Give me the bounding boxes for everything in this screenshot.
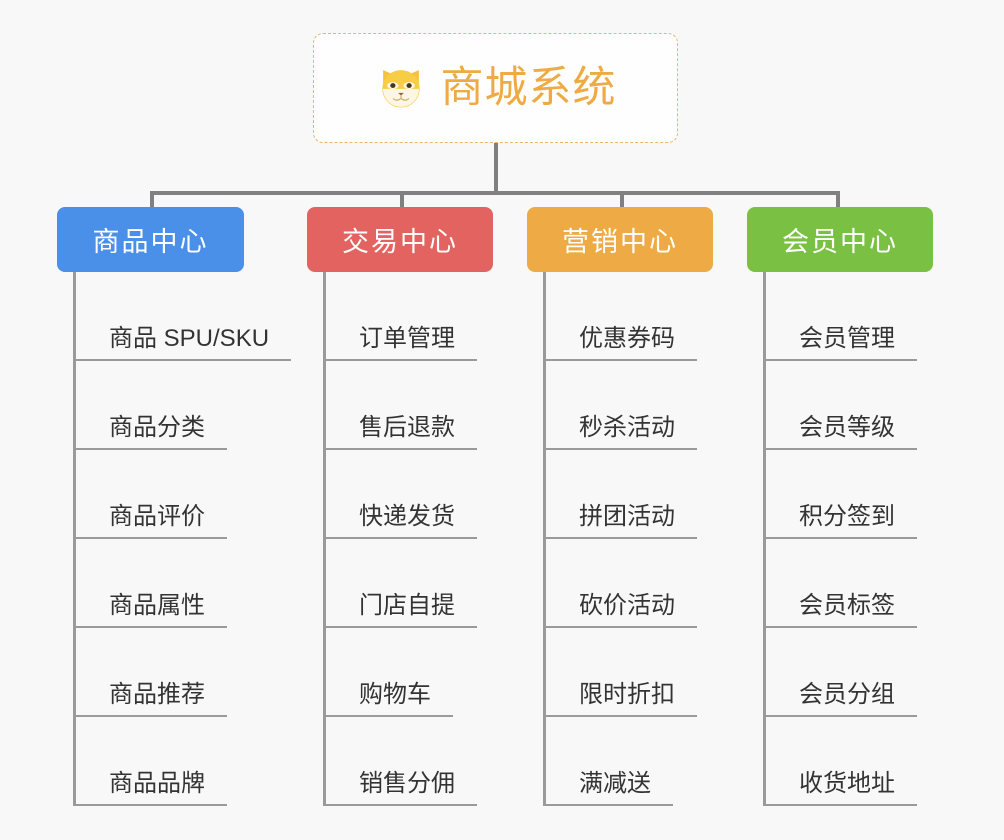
- category-column-trade: 交易中心 订单管理 售后退款 快递发货 门店自提 购物车 销售分佣: [307, 207, 493, 806]
- category-header-label: 营销中心: [562, 227, 678, 257]
- leaf-item[interactable]: 售后退款: [323, 361, 493, 450]
- column-spine: [73, 272, 76, 806]
- column-spine: [543, 272, 546, 806]
- leaf-item-label: 销售分佣: [323, 770, 477, 806]
- category-column-member: 会员中心 会员管理 会员等级 积分签到 会员标签 会员分组 收货地址: [747, 207, 933, 806]
- connector-horizontal-bus: [150, 191, 840, 195]
- leaf-item-label: 会员标签: [763, 592, 917, 628]
- connector-drop-1: [150, 191, 154, 209]
- category-header-marketing[interactable]: 营销中心: [527, 207, 713, 272]
- leaf-item[interactable]: 砍价活动: [543, 539, 713, 628]
- leaf-list-member: 会员管理 会员等级 积分签到 会员标签 会员分组 收货地址: [747, 272, 933, 806]
- root-node[interactable]: 商城系统: [313, 33, 678, 143]
- leaf-item-label: 快递发货: [323, 503, 477, 539]
- leaf-item-label: 满减送: [543, 770, 673, 806]
- category-header-label: 交易中心: [342, 227, 458, 257]
- leaf-item-label: 商品推荐: [73, 681, 227, 717]
- leaf-item-label: 收货地址: [763, 770, 917, 806]
- root-node-content: 商城系统: [375, 62, 617, 114]
- leaf-item-label: 会员等级: [763, 414, 917, 450]
- leaf-list-marketing: 优惠券码 秒杀活动 拼团活动 砍价活动 限时折扣 满减送: [527, 272, 713, 806]
- leaf-item[interactable]: 快递发货: [323, 450, 493, 539]
- leaf-item[interactable]: 积分签到: [763, 450, 933, 539]
- leaf-item[interactable]: 门店自提: [323, 539, 493, 628]
- shiba-dog-face-icon: [381, 70, 420, 108]
- leaf-item-label: 门店自提: [323, 592, 477, 628]
- leaf-item-label: 商品品牌: [73, 770, 227, 806]
- leaf-item[interactable]: 商品属性: [73, 539, 244, 628]
- leaf-item-label: 会员管理: [763, 325, 917, 361]
- leaf-item-label: 订单管理: [323, 325, 477, 361]
- leaf-item-label: 限时折扣: [543, 681, 697, 717]
- category-header-label: 商品中心: [92, 227, 209, 257]
- category-column-product: 商品中心 商品 SPU/SKU 商品分类 商品评价 商品属性 商品推荐 商品品牌: [57, 207, 292, 806]
- leaf-item[interactable]: 秒杀活动: [543, 361, 713, 450]
- leaf-item-label: 售后退款: [323, 414, 477, 450]
- leaf-item[interactable]: 订单管理: [323, 272, 493, 361]
- leaf-item-label: 拼团活动: [543, 503, 697, 539]
- leaf-item[interactable]: 商品品牌: [73, 717, 244, 806]
- leaf-item-label: 优惠券码: [543, 325, 697, 361]
- leaf-list-trade: 订单管理 售后退款 快递发货 门店自提 购物车 销售分佣: [307, 272, 493, 806]
- leaf-list-product: 商品 SPU/SKU 商品分类 商品评价 商品属性 商品推荐 商品品牌: [57, 272, 292, 806]
- connector-drop-4: [836, 191, 840, 209]
- category-header-label: 会员中心: [782, 227, 898, 257]
- leaf-item[interactable]: 收货地址: [763, 717, 933, 806]
- leaf-item[interactable]: 满减送: [543, 717, 713, 806]
- connector-drop-2: [400, 191, 404, 209]
- leaf-item[interactable]: 销售分佣: [323, 717, 493, 806]
- column-spine: [763, 272, 766, 806]
- root-title: 商城系统: [440, 63, 617, 112]
- category-column-marketing: 营销中心 优惠券码 秒杀活动 拼团活动 砍价活动 限时折扣 满减送: [527, 207, 713, 806]
- category-header-trade[interactable]: 交易中心: [307, 207, 493, 272]
- leaf-item-label: 秒杀活动: [543, 414, 697, 450]
- category-header-product[interactable]: 商品中心: [57, 207, 244, 272]
- leaf-item[interactable]: 会员管理: [763, 272, 933, 361]
- leaf-item-label: 砍价活动: [543, 592, 697, 628]
- leaf-item[interactable]: 会员标签: [763, 539, 933, 628]
- leaf-item[interactable]: 拼团活动: [543, 450, 713, 539]
- leaf-item-label: 购物车: [323, 681, 453, 717]
- leaf-item[interactable]: 限时折扣: [543, 628, 713, 717]
- category-header-member[interactable]: 会员中心: [747, 207, 933, 272]
- leaf-item-label: 积分签到: [763, 503, 917, 539]
- column-spine: [323, 272, 326, 806]
- leaf-item[interactable]: 会员等级: [763, 361, 933, 450]
- leaf-item[interactable]: 商品推荐: [73, 628, 244, 717]
- leaf-item-label: 商品分类: [73, 414, 227, 450]
- leaf-item-label: 商品评价: [73, 503, 227, 539]
- leaf-item[interactable]: 商品 SPU/SKU: [73, 272, 292, 361]
- leaf-item[interactable]: 购物车: [323, 628, 493, 717]
- connector-root-stem: [494, 143, 498, 193]
- leaf-item[interactable]: 会员分组: [763, 628, 933, 717]
- leaf-item[interactable]: 优惠券码: [543, 272, 713, 361]
- leaf-item[interactable]: 商品分类: [73, 361, 244, 450]
- leaf-item-label: 商品属性: [73, 592, 227, 628]
- leaf-item[interactable]: 商品评价: [73, 450, 244, 539]
- leaf-item-label: 商品 SPU/SKU: [73, 325, 292, 361]
- connector-drop-3: [620, 191, 624, 209]
- leaf-item-label: 会员分组: [763, 681, 917, 717]
